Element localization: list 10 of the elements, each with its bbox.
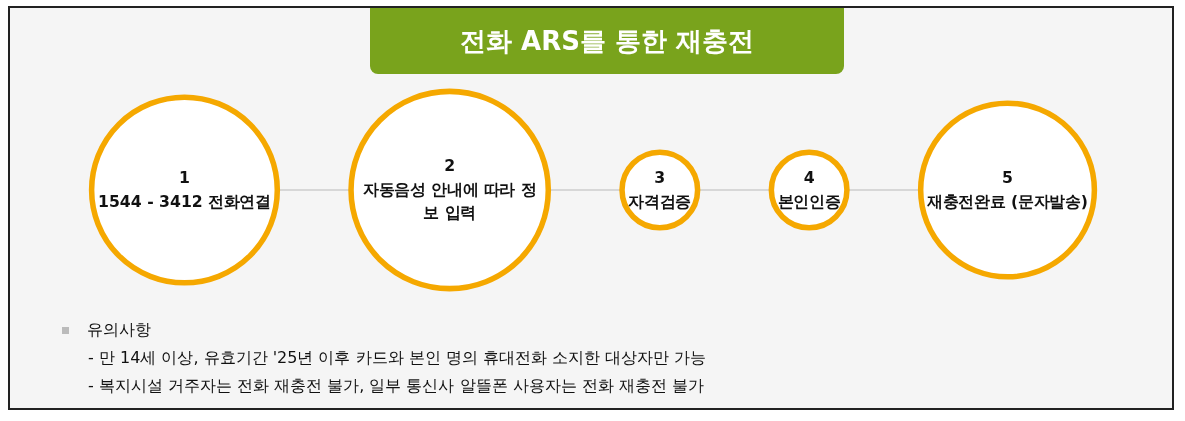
title-banner: 전화 ARS를 통한 재충전 bbox=[370, 8, 844, 74]
note-text: - 복지시설 거주자는 전화 재충전 불가, 일부 통신사 알뜰폰 사용자는 전화 재충전 불가 bbox=[87, 376, 704, 395]
note-text: - 만 14세 이상, 유효기간 '25년 이후 카드와 본인 명의 휴대전화 소지한 대상자만 가능 bbox=[87, 348, 707, 367]
panel-background: 전화 ARS를 통한 재충전 1 1544 - 3412 전화연결 2 자동음성 안내에 따라 정보 입력 3 자격검증 4 본인인증 5 재충전완료 (문자발송) 유의사항 - 만 14세 이상, 유효기간 '25년 이후 카드와 본인 명의 휴대전화 소지한 대상자만 가능 - 복지시설 거주자는 전화 재충전 불가, 일부 통신사 알뜰폰 사용자는 전화 재충전 불가 bbox=[8, 6, 1174, 410]
node-circle bbox=[768, 149, 850, 231]
note-heading: 유의사항 bbox=[87, 320, 151, 339]
node-circle bbox=[917, 100, 1098, 280]
node-circle bbox=[88, 94, 281, 286]
node-circle bbox=[348, 88, 552, 292]
node-circle bbox=[619, 149, 701, 231]
